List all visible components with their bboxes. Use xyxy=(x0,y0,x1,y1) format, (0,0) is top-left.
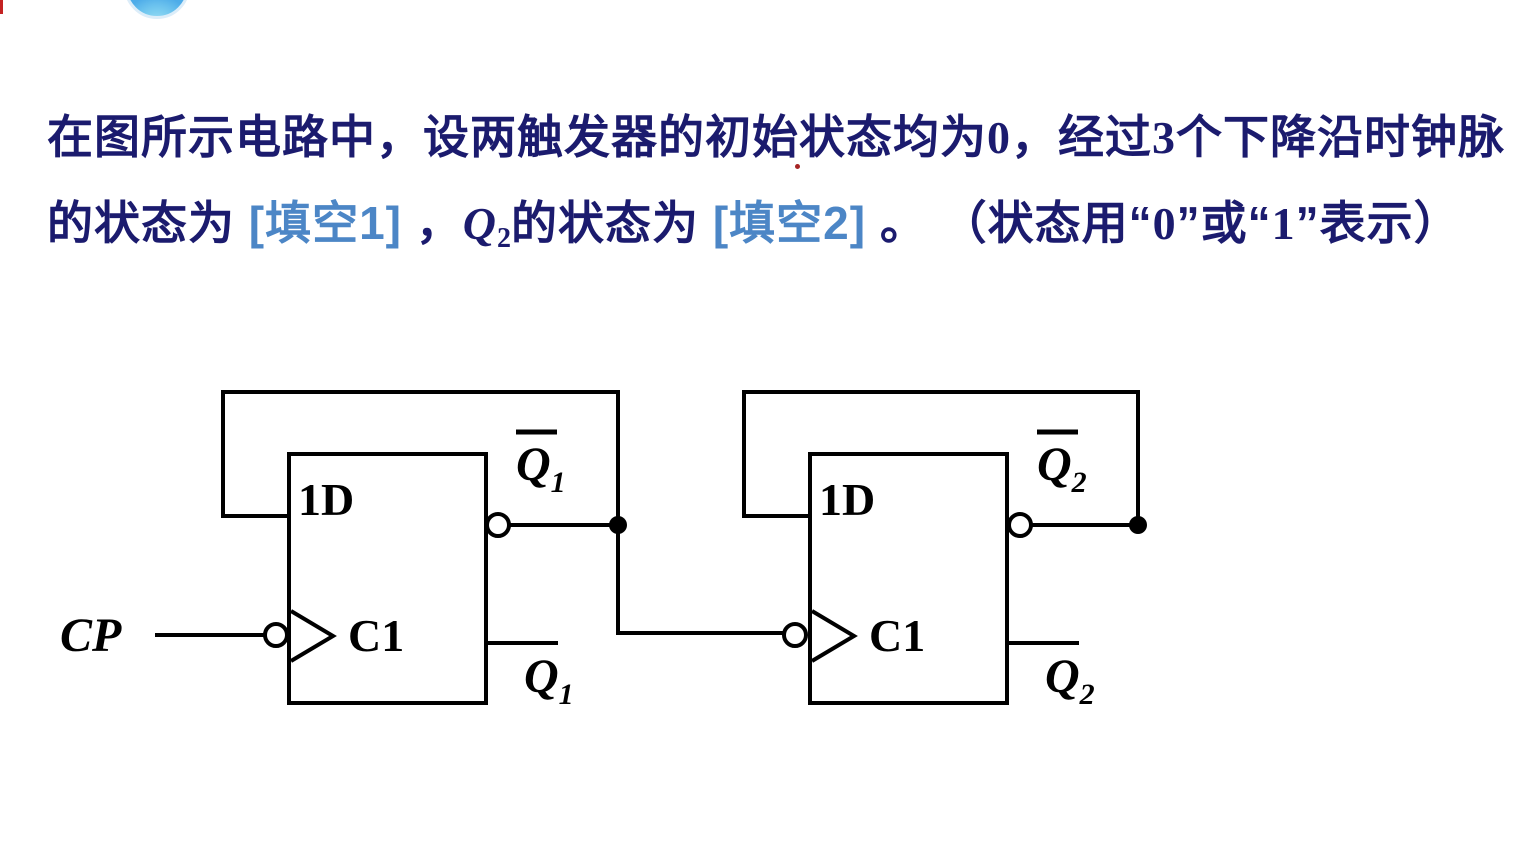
ff1-feedback-wire xyxy=(221,390,620,520)
ff2-qbar-label: Q2 xyxy=(1037,438,1087,499)
ff1-clock-label: C1 xyxy=(348,610,404,661)
blank-1[interactable]: [填空1] xyxy=(248,197,403,249)
ff2-feedback-wire xyxy=(742,390,1140,520)
ff1-junction-dot xyxy=(609,516,627,534)
line2-text: 的状态为 xyxy=(47,197,249,249)
blank-2[interactable]: [填空2] xyxy=(712,197,867,249)
q2-variable-subscript: 2 xyxy=(497,223,512,254)
line1-text: 个下降沿时钟脉 xyxy=(1176,111,1505,163)
ff2-q-label: Q2 xyxy=(1045,650,1095,711)
ff2-d-label: 1D xyxy=(819,474,875,525)
ff2-qbar-subscript: 2 xyxy=(1071,466,1087,499)
line2-text: 的状态为 xyxy=(511,197,713,249)
ff2-clock-bubble-icon xyxy=(782,622,808,648)
ff2-qbar-bubble-icon xyxy=(1007,512,1033,538)
ff1-q-letter: Q xyxy=(524,650,559,703)
ff1-clock-bubble-icon xyxy=(263,622,289,648)
ff2-clock-edge-triangle-icon xyxy=(810,609,858,663)
cp-label: CP xyxy=(60,609,122,662)
line2-text: ， xyxy=(402,197,463,249)
ff1-q-label: Q1 xyxy=(524,650,574,711)
interconnect-wire xyxy=(616,525,784,635)
ff2-clock-label: C1 xyxy=(869,610,925,661)
ff1-qbar-subscript: 1 xyxy=(551,466,566,499)
line1-text: ，经过 xyxy=(1011,111,1152,163)
ff2-q-subscript: 2 xyxy=(1079,678,1095,711)
ff1-clock-edge-triangle-icon xyxy=(289,609,337,663)
ff1-d-label: 1D xyxy=(298,474,354,525)
line2-zero: 0 xyxy=(1152,198,1177,249)
q2-variable: Q xyxy=(462,198,498,249)
ff2-box xyxy=(808,452,1009,705)
line2-one: 1 xyxy=(1271,198,1296,249)
line2-text: ”表示） xyxy=(1295,197,1461,249)
question-line-2: 的状态为 [填空1] ，Q2的状态为 [填空2] 。 （状态用“0”或“1”表示… xyxy=(47,187,1517,255)
ff2-qbar-letter: Q xyxy=(1037,438,1072,491)
question-line-1: 在图所示电路中，设两触发器的初始状态均为0，经过3个下降沿时钟脉 xyxy=(47,101,1517,167)
line2-text: 。 （状态用“ xyxy=(866,197,1153,249)
line1-initial-state: 0 xyxy=(987,112,1011,163)
red-dot xyxy=(795,164,800,169)
ff2-junction-dot xyxy=(1129,516,1147,534)
ff1-qbar-bubble-icon xyxy=(485,512,511,538)
line1-text: 在图所示电路中，设两触发器的初始状态均为 xyxy=(47,111,987,163)
line1-pulse-count: 3 xyxy=(1152,112,1176,163)
line2-text: ”或“ xyxy=(1176,197,1272,249)
ff2-q-letter: Q xyxy=(1045,650,1080,703)
ff1-box xyxy=(287,452,488,705)
ff1-q-subscript: 1 xyxy=(559,678,574,711)
ff1-qbar-label: Q1 xyxy=(516,438,566,499)
red-edge-mark xyxy=(0,0,3,14)
ff1-qbar-letter: Q xyxy=(516,438,551,491)
